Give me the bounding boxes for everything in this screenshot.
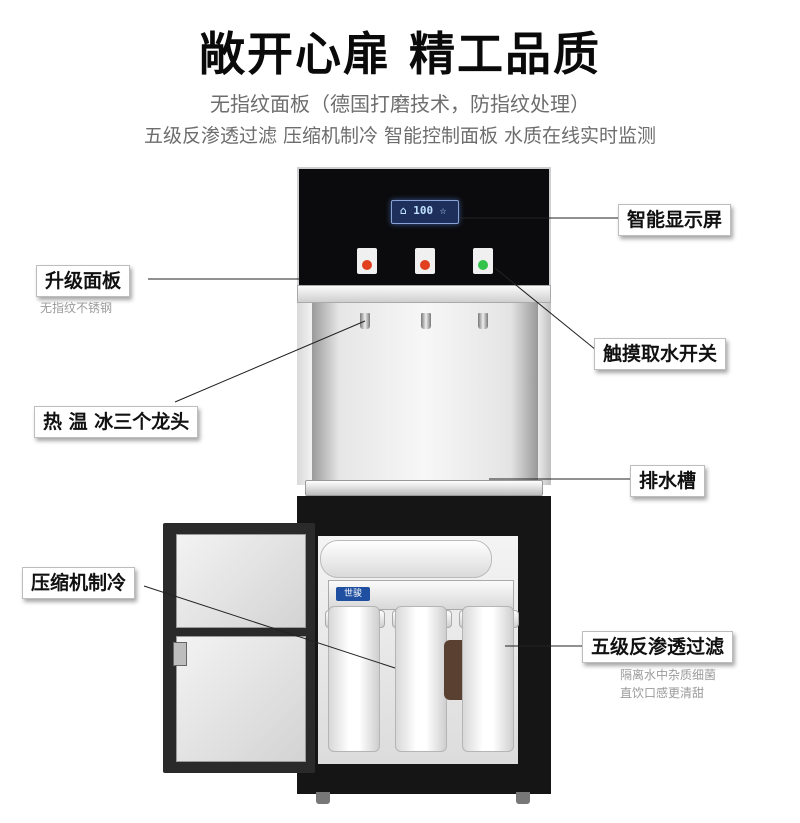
callout-three-taps: 热 温 冰三个龙头 (34, 406, 199, 438)
ice-tap (478, 313, 488, 329)
cold-indicator-dot (478, 260, 488, 270)
callout-compressor: 压缩机制冷 (22, 567, 136, 599)
hot-indicator-dot (362, 260, 372, 270)
panel-ledge (297, 285, 551, 303)
hot-water-touch-button (357, 248, 377, 274)
callout-upgraded-panel: 升级面板 (36, 265, 131, 297)
leader-compressor (143, 585, 396, 669)
callout-drain-tray: 排水槽 (630, 465, 706, 497)
filter-cartridge-3 (462, 606, 514, 752)
foot-left (316, 792, 330, 804)
leader-three-taps (174, 320, 366, 403)
note-ro-filter-2: 直饮口感更清甜 (620, 686, 705, 700)
subtitle-panel-feature: 无指纹面板（德国打磨技术，防指纹处理） (210, 92, 590, 116)
callout-smart-display: 智能显示屏 (618, 204, 732, 236)
drain-tray (305, 480, 543, 496)
filter-cartridge-2 (395, 606, 447, 752)
warm-indicator-dot (420, 260, 430, 270)
warm-tap (421, 313, 431, 329)
brand-badge: 世骏 (336, 587, 370, 601)
dispensing-recess (312, 303, 538, 485)
lcd-readout: ⌂ 100 ☆ (400, 204, 447, 217)
subtitle-feature-list: 五级反渗透过滤 压缩机制冷 智能控制面板 水质在线实时监测 (143, 125, 657, 147)
cold-water-touch-button (473, 248, 493, 274)
door-hinge (173, 642, 187, 666)
leader-touch-switch (494, 267, 597, 351)
smart-display-screen: ⌂ 100 ☆ (391, 200, 459, 224)
callout-ro-filter: 五级反渗透过滤 (582, 631, 734, 663)
filter-cartridge-1 (328, 606, 380, 752)
note-ro-filter-1: 隔离水中杂质细菌 (620, 668, 717, 682)
door-lower-panel (176, 636, 306, 762)
note-upgraded-panel: 无指纹不锈钢 (40, 301, 113, 315)
page-headline: 敞开心扉 精工品质 (198, 27, 601, 81)
ro-membrane-housing (320, 540, 492, 578)
warm-water-touch-button (415, 248, 435, 274)
foot-right (516, 792, 530, 804)
callout-touch-switch: 触摸取水开关 (594, 338, 727, 370)
recess-right-wall (536, 303, 551, 485)
door-upper-panel (176, 534, 306, 628)
